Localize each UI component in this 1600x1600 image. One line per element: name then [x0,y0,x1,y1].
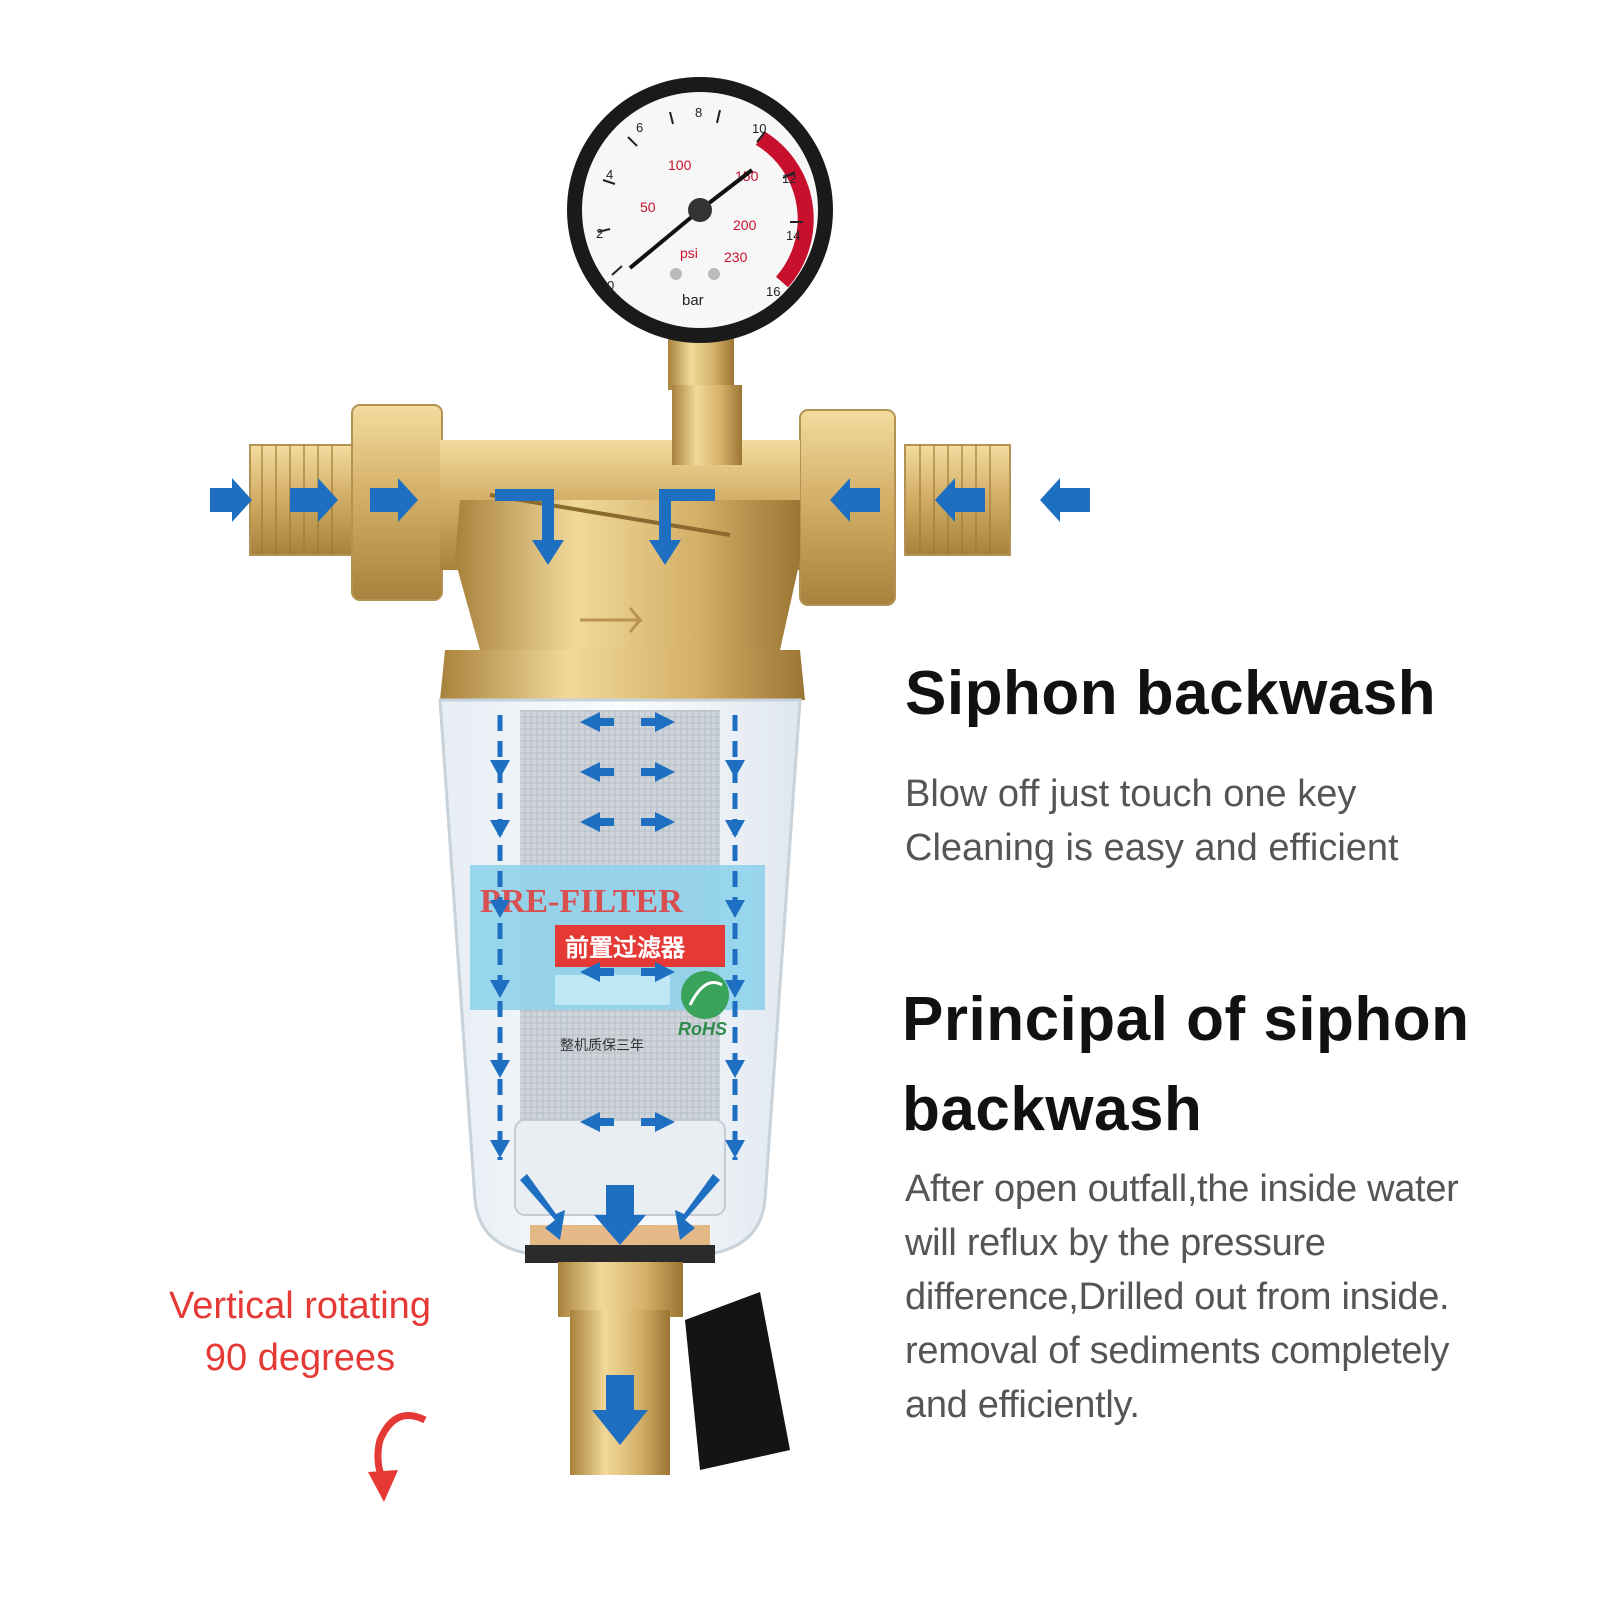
gauge-bar-unit: bar [682,292,704,309]
blow-off-description: Blow off just touch one key Cleaning is … [905,767,1399,875]
gauge-bar-label: 16 [766,284,780,299]
flow-arrow-icon [495,489,715,545]
heading-line: Principal of siphon [902,985,1470,1054]
gauge-bar-label: 8 [695,105,702,120]
description-line: After open outfall,the inside water [905,1168,1459,1210]
principal-description: After open outfall,the inside water will… [905,1162,1459,1432]
description-line: difference,Drilled out from inside. [905,1276,1450,1318]
gauge-bar-label: 6 [636,120,643,135]
flow-arrow-icon [580,712,675,1132]
rohs-leaf-icon [681,971,729,1019]
description-line: and efficiently. [905,1384,1140,1426]
rotation-note-line: Vertical rotating [169,1285,431,1327]
description-line: Cleaning is easy and efficient [905,827,1399,869]
gauge-psi-label: 100 [668,157,692,173]
drain-valve [558,1262,790,1475]
description-line: Blow off just touch one key [905,773,1357,815]
gauge-psi-label: 50 [640,199,656,215]
gauge-bar-label: 10 [752,121,766,136]
valve-handle[interactable] [685,1292,790,1470]
description-line: removal of sediments completely [905,1330,1450,1372]
gauge-bar-label: 12 [782,171,796,186]
principal-heading: Principal of siphon backwash [902,975,1470,1155]
pressure-gauge-icon: 0 2 4 6 8 10 12 14 16 50 100 150 200 230… [567,77,833,390]
gauge-psi-unit: psi [680,245,698,261]
gauge-bar-label: 14 [786,228,800,243]
rotation-note-line: 90 degrees [204,1337,396,1379]
flow-arrow-icon [210,478,1090,522]
gauge-bar-label: 0 [607,278,614,293]
gauge-psi-label: 200 [733,217,757,233]
gauge-bar-label: 4 [606,167,613,182]
gauge-bar-label: 2 [596,226,603,241]
brass-head [249,385,1011,700]
heading-line: backwash [902,1075,1203,1144]
filter-label: PRE-FILTER 前置过滤器 整机质保三年 RoHS [470,865,765,1054]
flow-arrow-icon [497,715,738,1160]
siphon-backwash-heading: Siphon backwash [905,659,1437,728]
pre-filter-chinese-label: 前置过滤器 [565,934,686,962]
rohs-badge: RoHS [678,1019,727,1039]
warranty-label: 整机质保三年 [560,1038,644,1054]
rotate-arrow-icon [368,1412,427,1502]
rotation-note: Vertical rotating 90 degrees [140,1280,460,1384]
description-line: will reflux by the pressure [905,1222,1326,1264]
pre-filter-label: PRE-FILTER [480,883,683,920]
gauge-psi-label: 230 [724,249,748,265]
